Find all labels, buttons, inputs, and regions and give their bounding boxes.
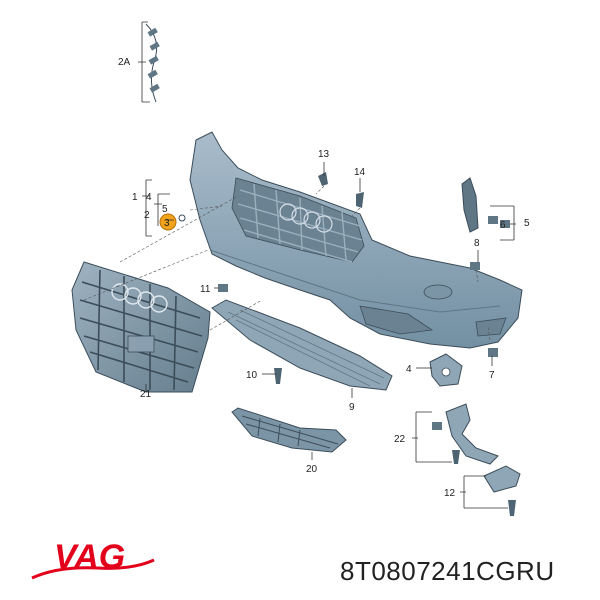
callout-3: 3 — [164, 218, 170, 229]
leader-lines — [142, 162, 516, 509]
callout-21: 21 — [140, 389, 152, 400]
callout-8: 8 — [474, 238, 480, 249]
callout-11: 11 — [200, 284, 211, 295]
callout-14: 14 — [354, 167, 366, 178]
callout-20: 20 — [306, 464, 318, 475]
leader-2a — [138, 21, 150, 103]
lower-spoiler — [211, 299, 393, 391]
callout-7: 7 — [489, 370, 495, 381]
callout-10: 10 — [246, 370, 258, 381]
callout-6: 6 — [500, 220, 506, 231]
callout-4-top: 4 — [146, 192, 152, 203]
callout-2a: 2A — [118, 57, 131, 68]
callout-22: 22 — [394, 434, 406, 445]
callout-5-right: 5 — [524, 218, 530, 229]
screw-14 — [356, 192, 364, 208]
clip-strip-2a — [145, 23, 160, 103]
callout-13: 13 — [318, 149, 330, 160]
callout-12: 12 — [444, 488, 456, 499]
projection-lines — [83, 185, 491, 341]
screw-10 — [274, 368, 282, 384]
logo-swoosh-icon — [31, 558, 155, 580]
callout-1: 1 — [132, 192, 138, 203]
vag-logo: VAG — [31, 538, 155, 580]
screw-13 — [318, 172, 328, 186]
clip-11 — [218, 284, 228, 292]
callout-4-bottom: 4 — [406, 364, 412, 375]
part-number: 8T0807241CGRU — [340, 556, 555, 586]
screw-22 — [432, 422, 460, 464]
callout-9: 9 — [349, 402, 355, 413]
callout-5-left: 5 — [162, 204, 168, 215]
clip-8 — [470, 262, 480, 270]
side-strip — [461, 177, 510, 233]
logo-text: VAG — [54, 538, 125, 576]
highlighted-part-3 — [159, 213, 186, 231]
callout-2: 2 — [144, 210, 150, 221]
bracket-4 — [429, 353, 463, 387]
screw-12 — [508, 500, 516, 516]
bumper-cover — [189, 131, 523, 349]
clip-7 — [488, 348, 498, 357]
radiator-grille — [71, 261, 211, 393]
side-bracket — [483, 465, 521, 493]
fog-grille — [231, 407, 347, 453]
side-guide — [445, 403, 499, 465]
